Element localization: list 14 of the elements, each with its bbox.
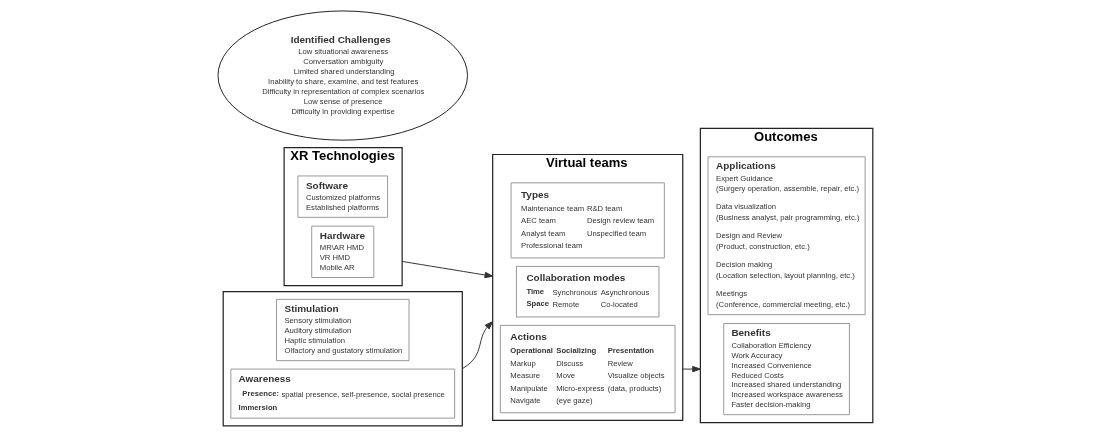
arrow: [682, 365, 701, 373]
arrow: [401, 260, 494, 279]
node-box: Actions Operational Socializing Presentation Markup Discuss Review Measure Move Visualize objects Manipulate Micro-express (data, products) Navigate (eye gaze): [499, 324, 676, 414]
node-box: Applications Expert Guidance (Surgery operation, assemble, repair, etc.) Data visualization (Business analyst, pair programming, etc.) Design and Review (Product, construction, etc.) Decision making (Location selection, layout planning, etc.) Meetings (Conference, commercial meeting, etc.): [707, 156, 866, 316]
cluster: [222, 291, 463, 427]
node-box: Benefits Collaboration Efficiency Work Accuracy Increased Convenience Reduced Costs Increased shared understanding Increased workspace awareness Faster decision-making: [723, 323, 850, 416]
arrow: [461, 321, 494, 370]
node-box: Stimulation Sensory stimulation Auditory stimulation Haptic stimulation Olfactory and gustatory stimulation: [275, 298, 410, 362]
node-ellipse: Identified Challenges Low situational awareness Conversation ambiguity Limited shared understanding Inability to share, examine, and test features Difficulty in representation of complex scenarios Low sense of presence Difficulty in providing expertise: [217, 10, 468, 141]
node-box: Hardware MR\AR HMD VR HMD Mobile AR: [311, 225, 375, 278]
node-box: Types Maintenance team R&D team AEC team Design review team Analyst team Unspecified team Professional team: [510, 182, 665, 259]
node-box: Collaboration modes Time Synchronous Asynchronous Space Remote Co-located: [515, 265, 660, 318]
node-box: Awareness Presence: spatial presence, self-presence, social presence Immersion: [230, 368, 456, 419]
node-box: Software Customized platforms Established platforms: [297, 175, 389, 218]
